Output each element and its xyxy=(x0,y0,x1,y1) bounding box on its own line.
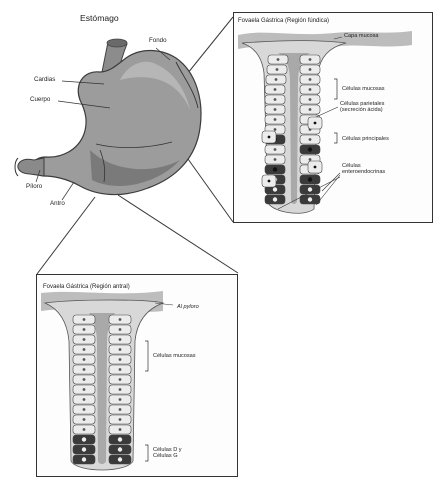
label-celulas-principales: Células principales xyxy=(342,136,389,142)
cell-nucleus xyxy=(83,328,86,331)
cell-nucleus xyxy=(273,197,277,201)
cell-nucleus xyxy=(274,118,277,121)
cell-nucleus xyxy=(83,368,86,371)
cell-nucleus xyxy=(83,348,86,351)
antral-cells-right xyxy=(109,315,131,464)
label-celulas-enteroendocrinas: Células enteroendocrinas xyxy=(342,163,385,176)
label-capa-mucosa: Capa mucosa xyxy=(344,33,379,39)
cell-nucleus xyxy=(119,388,122,391)
stomach-title: Estómago xyxy=(80,14,119,23)
label-piloro: Píloro xyxy=(26,184,42,190)
cell-nucleus xyxy=(83,388,86,391)
cell-nucleus xyxy=(83,398,86,401)
label-al-pyloro: Al pyloro xyxy=(177,304,199,310)
cell-nucleus xyxy=(83,358,86,361)
zoom-line-antral-right xyxy=(118,195,238,273)
cell-nucleus xyxy=(268,180,271,183)
cell-nucleus xyxy=(274,158,277,161)
cell-nucleus xyxy=(308,197,312,201)
label-fundic-celulas-mucosas: Células mucosas xyxy=(342,86,385,92)
label-antro: Antro xyxy=(50,201,65,207)
label-antral-celulas-mucosas: Células mucosas xyxy=(153,353,196,359)
cell-nucleus xyxy=(274,108,277,111)
cell-nucleus xyxy=(83,418,86,421)
cell-nucleus xyxy=(82,447,86,451)
fundic-region-panel: Fovaela Gástrica (Región fúndica) Capa m… xyxy=(233,12,433,223)
cell-nucleus xyxy=(274,148,277,151)
fundic-title: Fovaela Gástrica (Región fúndica) xyxy=(238,18,329,25)
cell-nucleus xyxy=(83,318,86,321)
cell-nucleus xyxy=(119,368,122,371)
cell-nucleus xyxy=(82,437,86,441)
label-fondo: Fondo xyxy=(149,38,167,44)
cell-nucleus xyxy=(308,147,312,151)
cell-nucleus xyxy=(309,78,312,81)
cell-nucleus xyxy=(314,166,317,169)
cell-nucleus xyxy=(119,348,122,351)
cell-nucleus xyxy=(83,378,86,381)
fundic-cells-right xyxy=(300,55,322,204)
antral-region-panel: Fovaela Gástrica (Región antral) Al pylo… xyxy=(36,274,238,477)
cell-nucleus xyxy=(119,428,122,431)
cell-nucleus xyxy=(83,338,86,341)
label-celulas-parietales: Células parietales (secreción ácida) xyxy=(340,101,384,114)
label-cuerpo: Cuerpo xyxy=(30,97,50,103)
cell-nucleus xyxy=(309,88,312,91)
leader-antro xyxy=(62,182,74,200)
cell-nucleus xyxy=(119,358,122,361)
cell-nucleus xyxy=(275,78,278,81)
antral-title: Fovaela Gástrica (Región antral) xyxy=(43,284,130,291)
cell-nucleus xyxy=(273,187,277,191)
cell-nucleus xyxy=(309,98,312,101)
cell-nucleus xyxy=(119,418,122,421)
cell-nucleus xyxy=(119,398,122,401)
bracket-celulas-dg xyxy=(145,445,148,461)
cell-nucleus xyxy=(314,122,317,125)
cell-nucleus xyxy=(118,447,122,451)
cell-nucleus xyxy=(119,328,122,331)
cell-nucleus xyxy=(309,58,312,61)
fundic-gland-drawing xyxy=(234,13,432,222)
cell-nucleus xyxy=(274,98,277,101)
label-cardias: Cardias xyxy=(34,77,55,83)
cell-nucleus xyxy=(83,408,86,411)
label-celulas-d-g: Células D y Células G xyxy=(153,447,182,460)
cell-nucleus xyxy=(309,138,312,141)
pylorus-shape xyxy=(18,158,44,176)
cell-nucleus xyxy=(82,457,86,461)
cell-nucleus xyxy=(308,187,312,191)
antral-cells-left xyxy=(73,315,95,464)
cell-nucleus xyxy=(274,128,277,131)
cell-nucleus xyxy=(276,68,279,71)
zoom-line-antral-left xyxy=(37,197,95,274)
leader-entero-1 xyxy=(322,173,340,191)
cell-nucleus xyxy=(309,68,312,71)
cell-nucleus xyxy=(83,428,86,431)
cell-nucleus xyxy=(118,437,122,441)
cell-nucleus xyxy=(268,136,271,139)
cell-nucleus xyxy=(309,108,312,111)
cell-nucleus xyxy=(274,88,277,91)
cell-nucleus xyxy=(119,338,122,341)
cell-nucleus xyxy=(118,457,122,461)
fundic-cells-left xyxy=(262,55,288,204)
esophagus-opening xyxy=(107,39,127,47)
bracket-principales xyxy=(334,133,337,143)
cell-nucleus xyxy=(119,318,122,321)
cell-nucleus xyxy=(273,167,277,171)
cell-nucleus xyxy=(277,58,280,61)
bracket-celulas-mucosas xyxy=(334,79,337,99)
cell-nucleus xyxy=(308,177,312,181)
cell-nucleus xyxy=(309,158,312,161)
cell-nucleus xyxy=(119,378,122,381)
bracket-antral-mucosas xyxy=(145,341,148,371)
cell-nucleus xyxy=(119,408,122,411)
antral-gland-drawing xyxy=(37,275,237,476)
